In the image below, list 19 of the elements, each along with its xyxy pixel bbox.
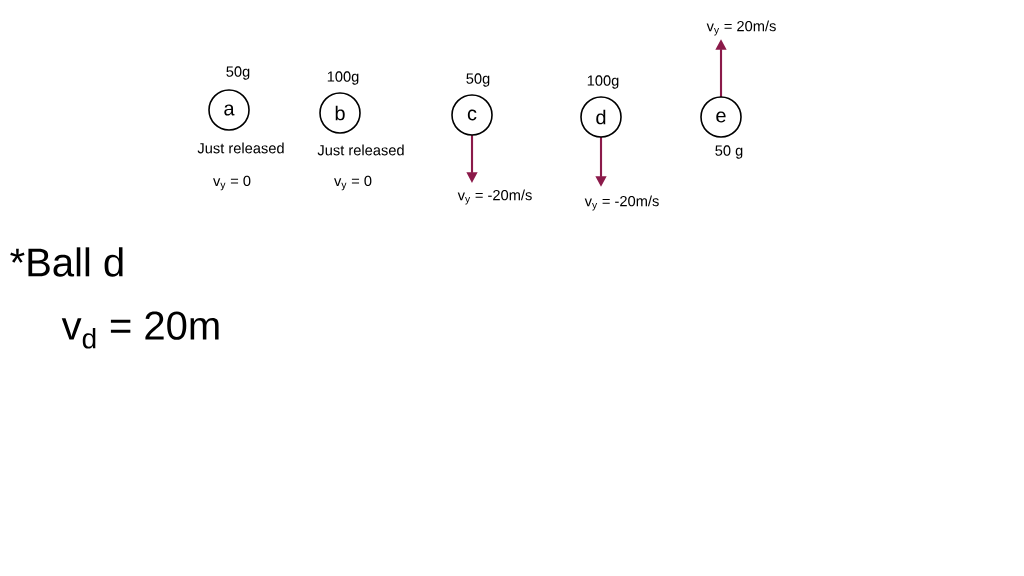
ball-note: 50 g xyxy=(715,145,743,159)
ball: b xyxy=(319,92,361,134)
ball-note: 50g xyxy=(466,73,490,87)
ball: a xyxy=(208,89,250,131)
ball-note: 100g xyxy=(327,71,359,85)
ball-note: v$_{y}$ = 0 xyxy=(213,175,251,191)
ball: c xyxy=(451,94,493,136)
handwritten-note: v$_{d}$ = 20m xyxy=(61,311,219,349)
ball-note: v$_{y}$ = -20m/s xyxy=(584,195,659,211)
ball-note: v$_{y}$ = 0 xyxy=(334,175,372,191)
ball-note: v$_{y}$ = -20m/s xyxy=(457,189,532,205)
ball-note: 100g xyxy=(587,75,619,89)
ball-note: Just released xyxy=(317,144,404,156)
ball-note: 50g xyxy=(226,66,250,80)
handwritten-note: v$_{y}$ = 20m/s xyxy=(706,20,776,36)
ball: e xyxy=(700,96,742,138)
handwritten-note: *Ball d xyxy=(10,247,123,277)
ball-note: Just released xyxy=(197,142,284,154)
ball: d xyxy=(580,96,622,138)
